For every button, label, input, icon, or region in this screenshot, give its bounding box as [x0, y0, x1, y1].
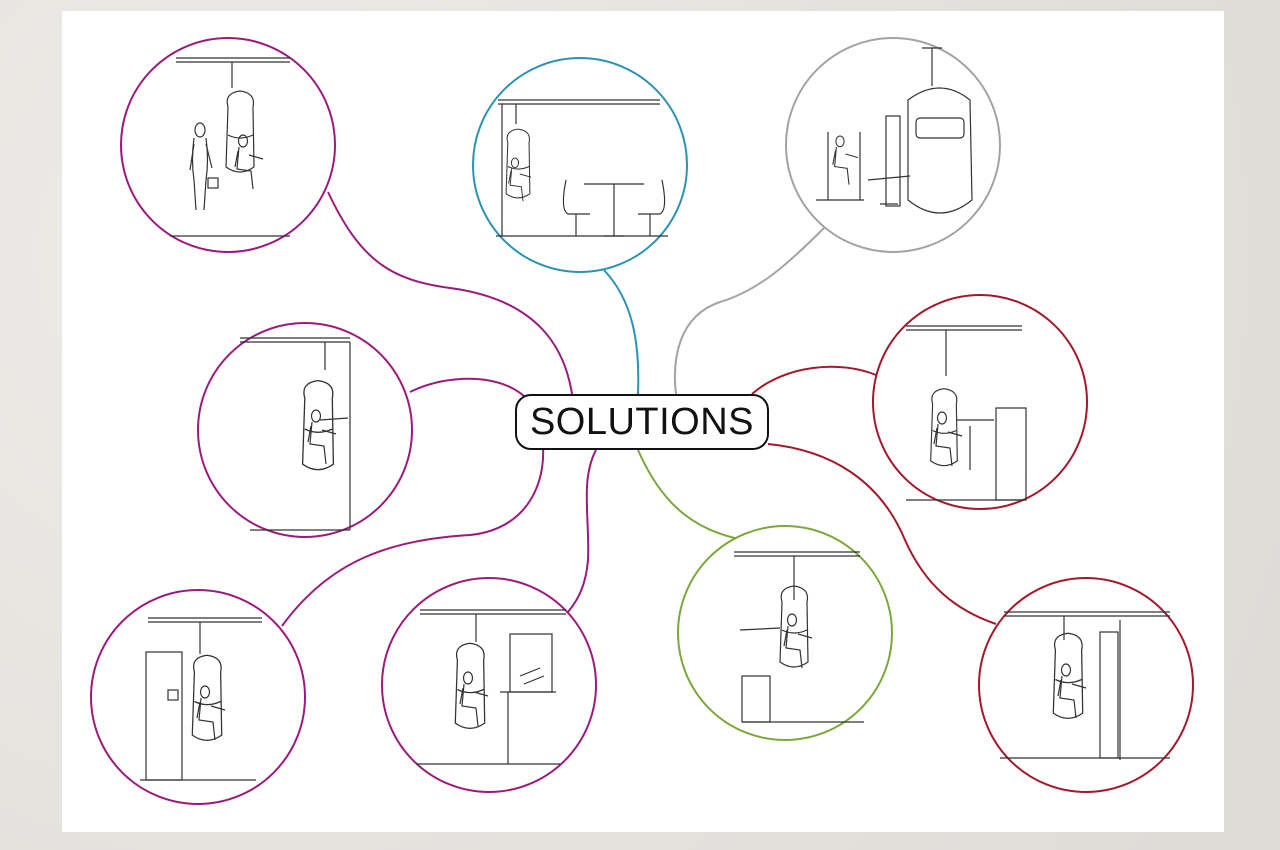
node-pod-at-screen	[381, 577, 597, 793]
connector-pod-at-counter	[751, 365, 877, 395]
sketch-pod-at-window	[1000, 611, 1170, 760]
connector-pod-at-window	[767, 443, 997, 625]
connector-pod-office-chair	[673, 227, 825, 395]
node-pod-with-visitor	[120, 37, 336, 253]
node-pod-at-desk	[677, 525, 893, 741]
node-pod-at-door	[90, 589, 306, 805]
connector-pod-at-desk	[637, 449, 745, 541]
sketch-pod-at-desk	[734, 551, 864, 723]
connector-pod-with-visitor	[327, 191, 573, 395]
node-pod-at-counter	[872, 294, 1088, 510]
sketch-pod-with-visitor	[170, 57, 290, 237]
sketch-pod-cafe-table	[496, 99, 668, 237]
solutions-central-node: SOLUTIONS	[515, 394, 769, 450]
sketch-pod-at-screen	[416, 609, 566, 765]
node-pod-office-chair	[785, 37, 1001, 253]
connectors	[281, 191, 997, 627]
connector-pod-side-view	[281, 377, 545, 627]
node-pod-cafe-table	[472, 57, 688, 273]
node-pod-side-view	[197, 322, 413, 538]
sketch-pod-office-chair	[816, 47, 973, 214]
node-pod-at-window	[978, 577, 1194, 793]
sketch-pod-at-counter	[906, 325, 1027, 501]
sketch-pod-side-view	[240, 337, 351, 531]
sketch-pod-at-door	[140, 617, 262, 781]
connector-pod-at-screen	[567, 449, 597, 613]
connector-pod-cafe-table	[603, 269, 640, 395]
